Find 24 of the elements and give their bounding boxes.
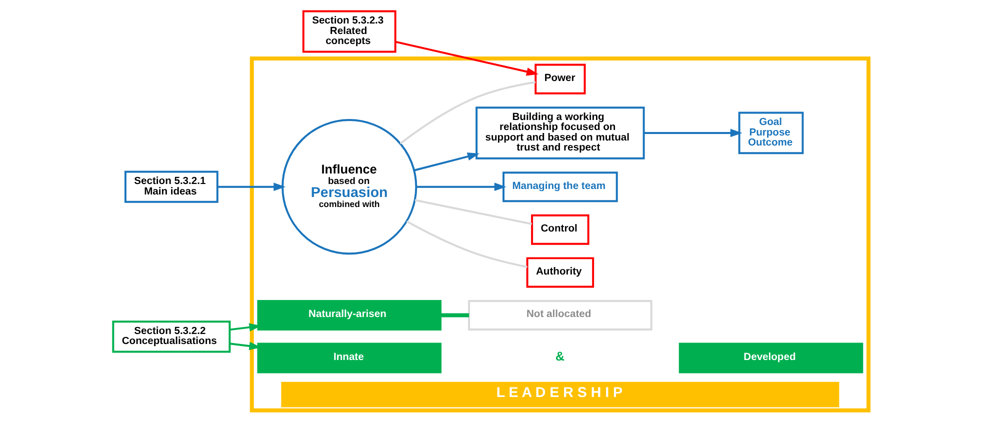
connector (406, 220, 528, 268)
node-box: Innate (257, 342, 442, 374)
node-box: Developed (678, 342, 864, 374)
node-box: Naturally-arisen (257, 300, 442, 330)
node-box: Section 5.3.2.2 Conceptualisations (112, 320, 231, 353)
node-box: Section 5.3.2.1 Main ideas (124, 170, 218, 203)
node-box: Section 5.3.2.3 Related concepts (302, 10, 396, 53)
node-box: Managing the team (502, 172, 618, 202)
node-box: Control (531, 214, 590, 245)
arrow (644, 128, 742, 138)
node-circle: Influence based on Persuasion combined with (282, 119, 418, 255)
arrow (395, 40, 538, 76)
connector (414, 199, 532, 225)
connector (400, 81, 536, 144)
label: & (555, 349, 565, 364)
node-box: Power (534, 64, 586, 94)
arrow (414, 152, 480, 172)
node-box: Goal Purpose Outcome (738, 112, 804, 154)
node-box: Building a working relationship focused on support and based on mutual trust and respect (476, 106, 645, 160)
arrow (217, 182, 286, 192)
node-box: Not allocated (468, 300, 652, 330)
node-box: Authority (526, 257, 594, 288)
connector (440, 313, 470, 318)
arrow (416, 182, 506, 192)
